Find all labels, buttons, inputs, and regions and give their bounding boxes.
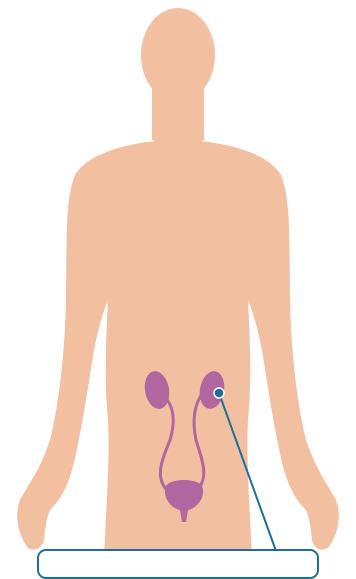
pointer-dot: [214, 388, 224, 398]
callout-box: [37, 549, 319, 579]
body-diagram: [0, 0, 356, 558]
body-silhouette-icon: [17, 8, 339, 558]
neck: [152, 85, 204, 145]
